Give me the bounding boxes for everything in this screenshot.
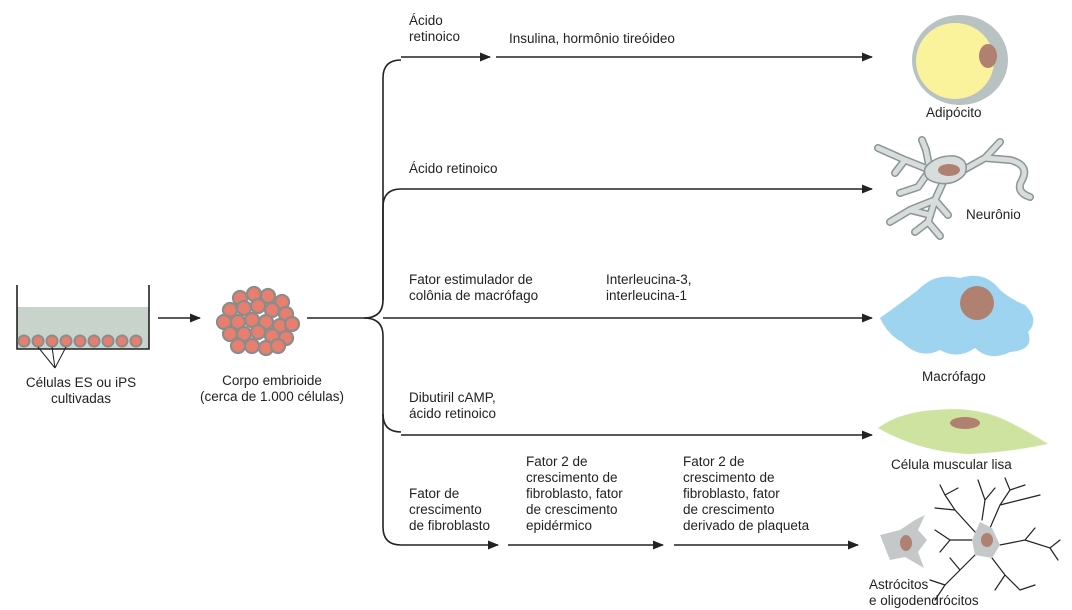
factor-adipocyte-2: Insulina, hormônio tireóideo: [509, 31, 675, 46]
oligodendrocyte-illustration: [929, 477, 1061, 601]
embryoid-body: [215, 285, 301, 357]
embryoid-cell: [249, 323, 267, 341]
branch-arrows: [383, 52, 874, 550]
factor-glia-3: Fator 2 de crescimento de fibroblasto, f…: [683, 454, 810, 533]
cell-label-glia: Astrócitos e oligodendrócitos: [869, 577, 979, 608]
cell-label-macrophage: Macrófago: [922, 369, 986, 384]
factor-glia-1: Fator de crescimento de fibroblasto: [409, 486, 491, 533]
embryoid-cell: [243, 337, 261, 355]
factor-smooth-muscle-1: Dibutiril cAMP, ácido retinoico: [409, 390, 497, 421]
cell-label-adipocyte: Adipócito: [926, 105, 982, 120]
factor-macrophage-1: Fator estimulador de colônia de macrófag…: [409, 272, 539, 303]
branch-tree: [307, 59, 402, 546]
adipocyte-illustration: [912, 15, 1008, 105]
neuron-illustration: [874, 136, 1034, 240]
embryoid-cell: [229, 337, 247, 355]
embryoid-body-label: Corpo embrioide (cerca de 1.000 células): [199, 373, 345, 404]
embryoid-cell: [269, 337, 287, 355]
factor-adipocyte-1: Ácido retinoico: [409, 13, 461, 44]
factor-macrophage-2: Interleucina-3, interleucina-1: [606, 272, 692, 303]
culture-dish: [16, 285, 150, 369]
embryoid-cell: [249, 297, 267, 315]
dish-cells: [17, 334, 143, 348]
oligodendrocyte-body: [972, 522, 1000, 558]
smooth-muscle-illustration: [878, 409, 1048, 454]
cell-label-smooth-muscle: Célula muscular lisa: [891, 457, 1012, 472]
astrocyte-illustration: [880, 515, 927, 568]
factor-neuron-1: Ácido retinoico: [409, 161, 498, 176]
factor-glia-2: Fator 2 de crescimento de fibroblasto, f…: [526, 454, 623, 533]
macrophage-illustration: [880, 275, 1034, 357]
embryoid-cell: [283, 315, 301, 333]
dish-label: Células ES ou iPS cultivadas: [25, 375, 137, 406]
cell-label-neuron: Neurônio: [966, 207, 1021, 222]
